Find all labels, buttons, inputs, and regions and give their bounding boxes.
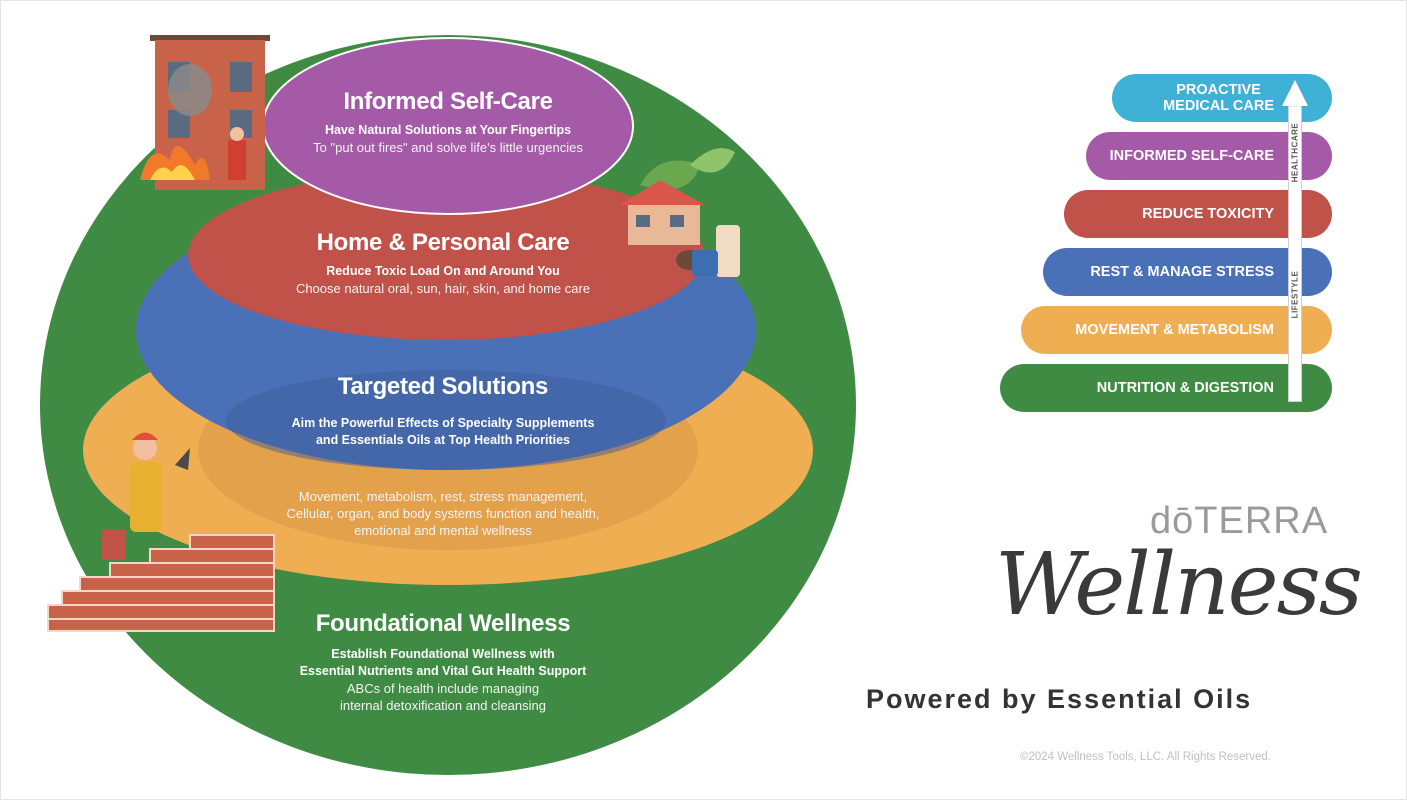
detail-line-1: Movement, metabolism, rest, stress manag… bbox=[298, 489, 588, 504]
layer-home-personal-care: Home & Personal Care Reduce Toxic Load O… bbox=[243, 229, 643, 297]
layer-subtitle-line-2: and Essentials Oils at Top Health Priori… bbox=[315, 433, 570, 447]
layer-subtitle: Reduce Toxic Load On and Around You bbox=[326, 264, 560, 278]
layer-title: Targeted Solutions bbox=[337, 373, 549, 400]
wellness-script-logo: Wellness bbox=[995, 535, 1363, 635]
pyramid-reduce-toxicity: REDUCE TOXICITY bbox=[1064, 190, 1332, 238]
layer-targeted-solutions: Targeted Solutions Aim the Powerful Effe… bbox=[243, 373, 643, 449]
arrow-label-healthcare: HEALTHCARE bbox=[1290, 122, 1300, 183]
home-personal-care-ellipse bbox=[188, 170, 704, 340]
home-care-inner-shade bbox=[226, 370, 666, 470]
pyramid-rest-manage-stress: REST & MANAGE STRESS bbox=[1043, 248, 1332, 296]
pyramid-nutrition-digestion: NUTRITION & DIGESTION bbox=[1000, 364, 1332, 412]
doterra-logo: dōTERRA bbox=[1150, 500, 1329, 542]
house-icon bbox=[620, 148, 740, 277]
layer-targeted-details: Movement, metabolism, rest, stress manag… bbox=[223, 488, 663, 539]
pyramid-movement-metabolism: MOVEMENT & METABOLISM bbox=[1021, 306, 1332, 354]
arrow-label-lifestyle: LIFESTYLE bbox=[1290, 270, 1300, 319]
arrow-up-icon bbox=[1282, 80, 1308, 106]
layer-foundational-wellness: Foundational Wellness Establish Foundati… bbox=[233, 610, 653, 714]
layer-description: Choose natural oral, sun, hair, skin, an… bbox=[295, 281, 591, 296]
tagline: Powered by Essential Oils bbox=[866, 684, 1253, 714]
layer-title: Foundational Wellness bbox=[315, 610, 571, 637]
layer-informed-self-care: Informed Self-Care Have Natural Solution… bbox=[268, 88, 628, 156]
detail-line-2: Cellular, organ, and body systems functi… bbox=[286, 506, 600, 521]
bricklayer-icon bbox=[47, 432, 275, 632]
layer-title: Home & Personal Care bbox=[316, 229, 570, 256]
layer-description-line-1: ABCs of health include managing bbox=[346, 681, 540, 696]
detail-line-3: emotional and mental wellness bbox=[354, 523, 532, 538]
copyright: ©2024 Wellness Tools, LLC. All Rights Re… bbox=[1020, 751, 1271, 763]
layer-subtitle-line-2: Essential Nutrients and Vital Gut Health… bbox=[299, 664, 587, 678]
burning-building-icon bbox=[140, 35, 270, 190]
layer-subtitle-line-1: Aim the Powerful Effects of Specialty Su… bbox=[291, 416, 595, 430]
layer-title: Informed Self-Care bbox=[343, 88, 553, 115]
layer-description-line-2: internal detoxification and cleansing bbox=[340, 698, 546, 713]
layer-subtitle: Have Natural Solutions at Your Fingertip… bbox=[324, 123, 572, 137]
layer-description: To "put out fires" and solve life's litt… bbox=[313, 140, 583, 155]
layer-subtitle-line-1: Establish Foundational Wellness with bbox=[331, 647, 555, 661]
